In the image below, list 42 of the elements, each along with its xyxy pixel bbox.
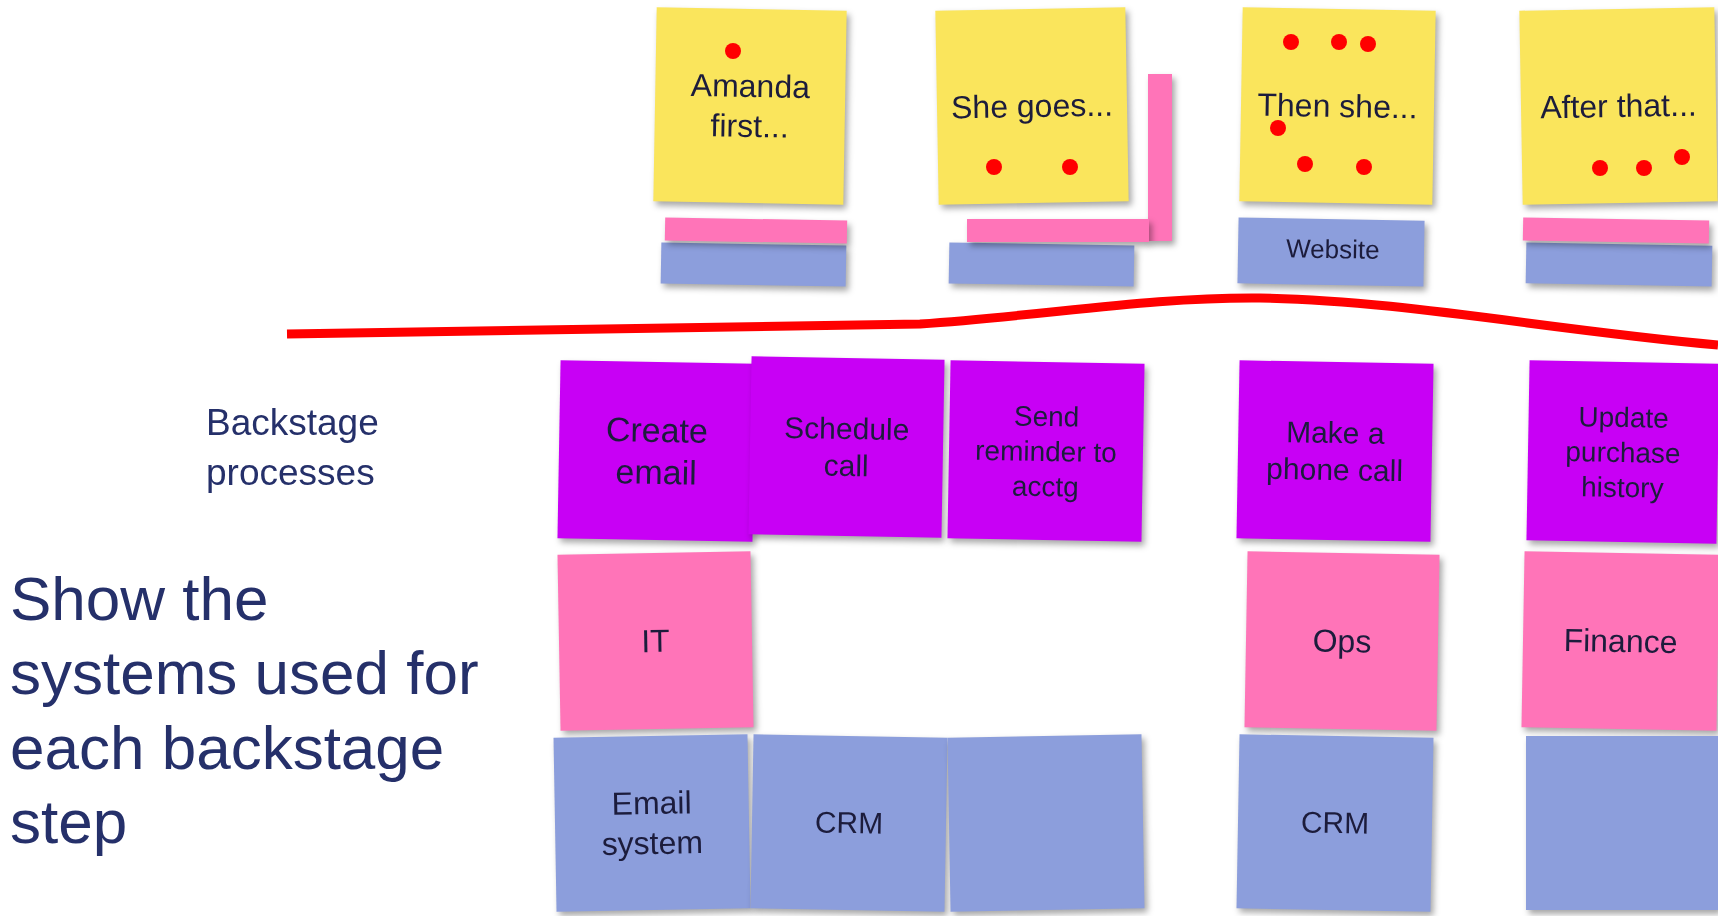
note-text: CRM [1300, 804, 1370, 842]
sticky-note [947, 734, 1145, 912]
sticky-note [557, 551, 754, 731]
sticky-note [664, 217, 848, 244]
note-text: Email system [600, 783, 705, 864]
note-text: Finance [1563, 621, 1678, 662]
sticky-note [750, 734, 948, 912]
sticky-note [1521, 551, 1718, 731]
note-text: IT [640, 621, 671, 662]
sticky-note [1526, 736, 1718, 910]
note-text: Schedule call [783, 409, 911, 485]
sticky-note [1239, 7, 1436, 205]
sticky-note [1526, 360, 1718, 544]
note-text: Update purchase history [1564, 399, 1682, 506]
note-text: Send reminder to acctg [973, 398, 1119, 505]
sticky-note [1519, 7, 1718, 205]
sticky-note [1525, 242, 1713, 287]
sticky-note [967, 219, 1149, 242]
note-text: Then she... [1257, 85, 1418, 128]
sticky-note [948, 242, 1135, 287]
note-text: She goes... [950, 85, 1114, 128]
sticky-note [935, 7, 1129, 205]
note-text: CRM [814, 804, 884, 842]
heading: Show the systems used for each backstage step [10, 563, 480, 859]
sticky-note [1237, 217, 1425, 287]
note-text: After that... [1539, 85, 1698, 128]
sticky-note [1244, 551, 1440, 731]
note-text: Create email [604, 408, 710, 494]
sticky-note [1522, 217, 1710, 244]
row-label: Backstage processes [206, 401, 380, 495]
sticky-note [947, 360, 1145, 542]
note-text: Website [1285, 231, 1380, 267]
sticky-note [1236, 360, 1434, 542]
note-text: Make a phone call [1265, 413, 1405, 490]
sticky-note [660, 242, 847, 287]
sticky-note [1148, 74, 1172, 241]
sticky-note [553, 734, 751, 912]
sticky-note [653, 7, 847, 205]
sticky-note [748, 356, 945, 538]
note-text: Amanda first... [689, 65, 812, 147]
note-text: Ops [1312, 621, 1372, 662]
sticky-note [1236, 734, 1434, 912]
